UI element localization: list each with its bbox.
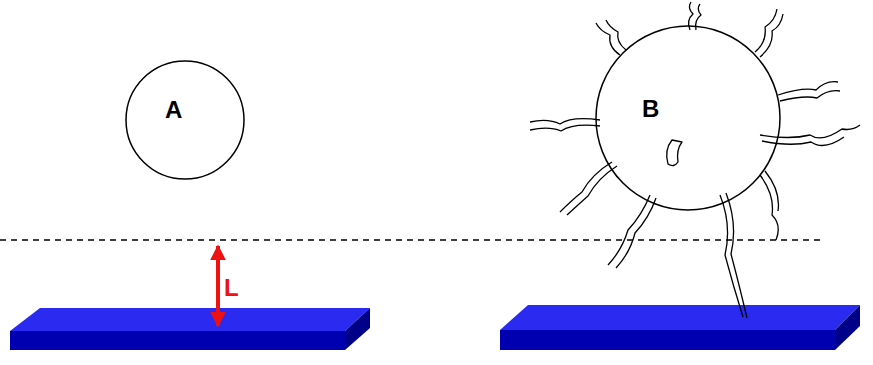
particle-label: B xyxy=(642,97,659,121)
polymer-hairs xyxy=(530,2,860,318)
reference-line xyxy=(0,239,822,241)
circle-outline xyxy=(125,60,245,180)
substrate-slab xyxy=(500,305,860,350)
particle-circle: B xyxy=(595,25,781,211)
particle-label: A xyxy=(165,98,182,122)
circle-outline xyxy=(595,25,781,211)
particle-circle: A xyxy=(125,60,245,180)
distance-arrow xyxy=(216,246,220,326)
substrate-slab xyxy=(10,308,370,350)
distance-label: L xyxy=(224,276,239,300)
